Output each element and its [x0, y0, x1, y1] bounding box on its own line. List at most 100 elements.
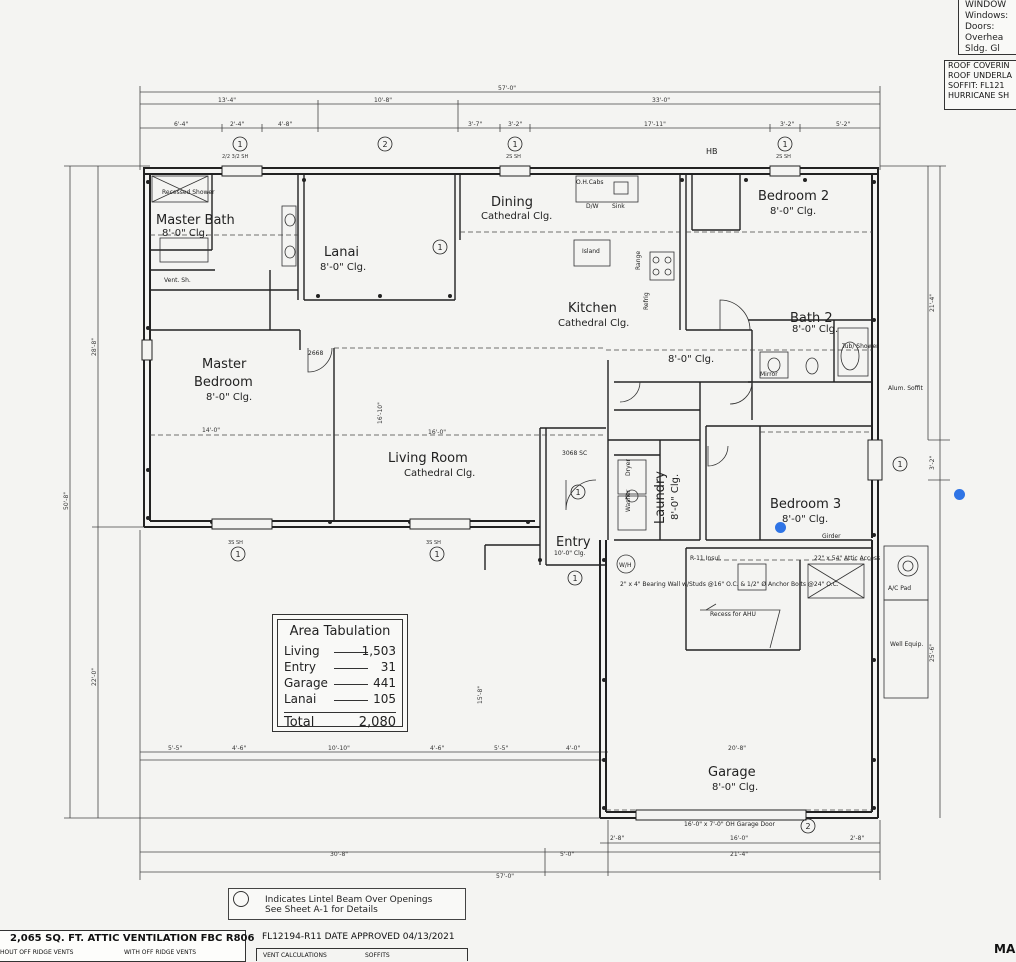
tag-1-bottom-mid: 1	[434, 550, 439, 559]
vent-calc-label: VENT CALCULATIONS	[263, 952, 327, 959]
corner-title-fragment: MA	[994, 942, 1016, 956]
garage-door-label: 16'-0" x 7'-0" OH Garage Door	[684, 821, 775, 828]
dim-left-overall: 50'-8"	[63, 492, 70, 510]
exterior-walls	[143, 167, 879, 819]
dim-bot-c: 21'-4"	[730, 851, 748, 858]
interior-walls	[150, 174, 872, 651]
area-row-value: 441	[373, 676, 396, 690]
bedroom2-name: Bedroom 2	[758, 189, 829, 204]
lanai-name: Lanai	[324, 245, 359, 260]
area-tabulation-title: Area Tabulation	[289, 624, 391, 639]
dim-bot-b: 5'-0"	[560, 851, 574, 858]
dim-bot-d6: 4'-0"	[566, 745, 580, 752]
area-row-garage: Garage 441	[284, 676, 396, 690]
window-size-5: 3S SH	[426, 540, 441, 546]
window-size-4: 3S SH	[228, 540, 243, 546]
bedroom3-name: Bedroom 3	[770, 497, 841, 512]
well-equip-label: Well Equip.	[890, 641, 923, 648]
refrig-label: Refrig	[643, 292, 650, 310]
area-row-value: 1,503	[361, 644, 396, 658]
tag-1-laundry: 1	[575, 488, 580, 497]
ac-pad-label: A/C Pad	[888, 585, 911, 592]
dining-ceiling: Cathedral Clg.	[481, 211, 552, 222]
laundry-name: Laundry	[653, 471, 668, 524]
vent-calculations-box: VENT CALCULATIONS SOFFITS	[256, 948, 468, 961]
dim-bot-d3: 10'-10"	[328, 745, 350, 752]
legend-line-2: See Sheet A-1 for Details	[265, 905, 378, 915]
dim-right-a: 21'-4"	[929, 294, 936, 312]
area-row-label: Lanai	[284, 692, 317, 706]
roof-row: ROOF COVERIN	[948, 61, 1010, 70]
mirror-label: Mirror	[760, 371, 778, 378]
area-row-label: Entry	[284, 660, 316, 674]
tag-2-garage: 2	[805, 822, 810, 831]
master-bedroom-name1: Master	[202, 357, 247, 372]
washer-label: Washer	[625, 489, 632, 512]
tag-1-left: 1	[237, 140, 242, 149]
bedroom3-ceiling: 8'-0" Clg.	[782, 514, 828, 525]
dim-bot-d1: 5'-5"	[168, 745, 182, 752]
roof-row: ROOF UNDERLA	[948, 71, 1013, 80]
dim-right-b: 3'-2"	[929, 456, 936, 470]
master-bath-ceiling: 8'-0" Clg.	[162, 228, 208, 239]
attic-ventilation-box: 2,065 SQ. FT. ATTIC VENTILATION FBC R806…	[0, 930, 254, 962]
anchor-dots	[146, 178, 876, 810]
area-row-value: 105	[373, 692, 396, 706]
markup-dot	[954, 489, 965, 500]
area-row-entry: Entry 31	[284, 660, 396, 674]
dim-right-c: 25'-6"	[929, 644, 936, 662]
roof-notes-fragment: ROOF COVERIN ROOF UNDERLA SOFFIT: FL121 …	[944, 60, 1016, 110]
door-2668-label: 2668	[308, 350, 323, 357]
dim-mid-2: 16'-0"	[428, 429, 446, 436]
tag-2-top: 2	[382, 140, 387, 149]
fixtures	[151, 175, 929, 699]
master-bedroom-name2: Bedroom	[194, 375, 253, 390]
dim-top-b: 10'-8"	[374, 97, 392, 104]
legend-line-1: Indicates Lintel Beam Over Openings	[265, 895, 433, 905]
window-size-2: 2S SH	[506, 154, 521, 160]
sink-label: Sink	[612, 203, 625, 210]
dim-top-c: 33'-0"	[652, 97, 670, 104]
schedule-row: Doors:	[965, 22, 995, 32]
bedroom2-ceiling: 8'-0" Clg.	[770, 206, 816, 217]
range-label: Range	[635, 251, 642, 270]
lintel-legend: Indicates Lintel Beam Over Openings See …	[228, 888, 466, 920]
hb-label: HB	[706, 147, 718, 156]
schedule-row: Overhea	[965, 33, 1004, 43]
bath2-ceiling: 8'-0" Clg.	[792, 324, 838, 335]
tag-1-right: 1	[782, 140, 787, 149]
r11-label: R-11 Insul.	[690, 555, 722, 562]
dim-top-d2: 2'-4"	[230, 121, 244, 128]
master-bath-name: Master Bath	[156, 213, 235, 228]
dim-mid-1: 16'-10"	[377, 402, 384, 424]
tag-1-bottom-left: 1	[235, 550, 240, 559]
dim-mid-3: 14'-0"	[202, 427, 220, 434]
recess-label: Recess for AHU	[710, 611, 756, 618]
dimension-labels: 57'-0" 13'-4" 10'-8" 33'-0" 6'-4" 2'-4" …	[63, 85, 936, 880]
dim-bot-d9: 16'-0"	[730, 835, 748, 842]
area-row-value: 31	[380, 660, 396, 674]
dim-left-a: 28'-8"	[91, 338, 98, 356]
dim-bot-d10: 2'-8"	[850, 835, 864, 842]
bath2-name: Bath 2	[790, 311, 833, 326]
dim-top-d8: 5'-2"	[836, 121, 850, 128]
dryer-label: Dryer	[625, 459, 632, 476]
kitchen-ceiling: Cathedral Clg.	[558, 318, 629, 329]
tag-1-entry: 1	[572, 574, 577, 583]
tag-1-lanai: 1	[437, 243, 442, 252]
attic-access-label: 22" x 54" Attic Access	[814, 555, 880, 562]
dim-top-d3: 4'-8"	[278, 121, 292, 128]
tag-1-bed3: 1	[897, 460, 902, 469]
living-room-ceiling: Cathedral Clg.	[404, 468, 475, 479]
schedule-row: Sldg. Gl	[965, 44, 1000, 54]
door-swings	[307, 299, 753, 511]
dim-overall-top: 57'-0"	[498, 85, 516, 92]
area-row-living: Living 1,503	[284, 644, 396, 658]
dim-top-d7: 3'-2"	[780, 121, 794, 128]
window-tags	[230, 136, 908, 834]
markup-dot	[775, 522, 786, 533]
living-room-name: Living Room	[388, 451, 468, 466]
window-size-labels: 2/2 3/2 SH 2S SH 2S SH 3S SH 3S SH	[222, 154, 791, 546]
hall-ceiling: 8'-0" Clg.	[668, 354, 714, 365]
dim-top-d5: 3'-2"	[508, 121, 522, 128]
